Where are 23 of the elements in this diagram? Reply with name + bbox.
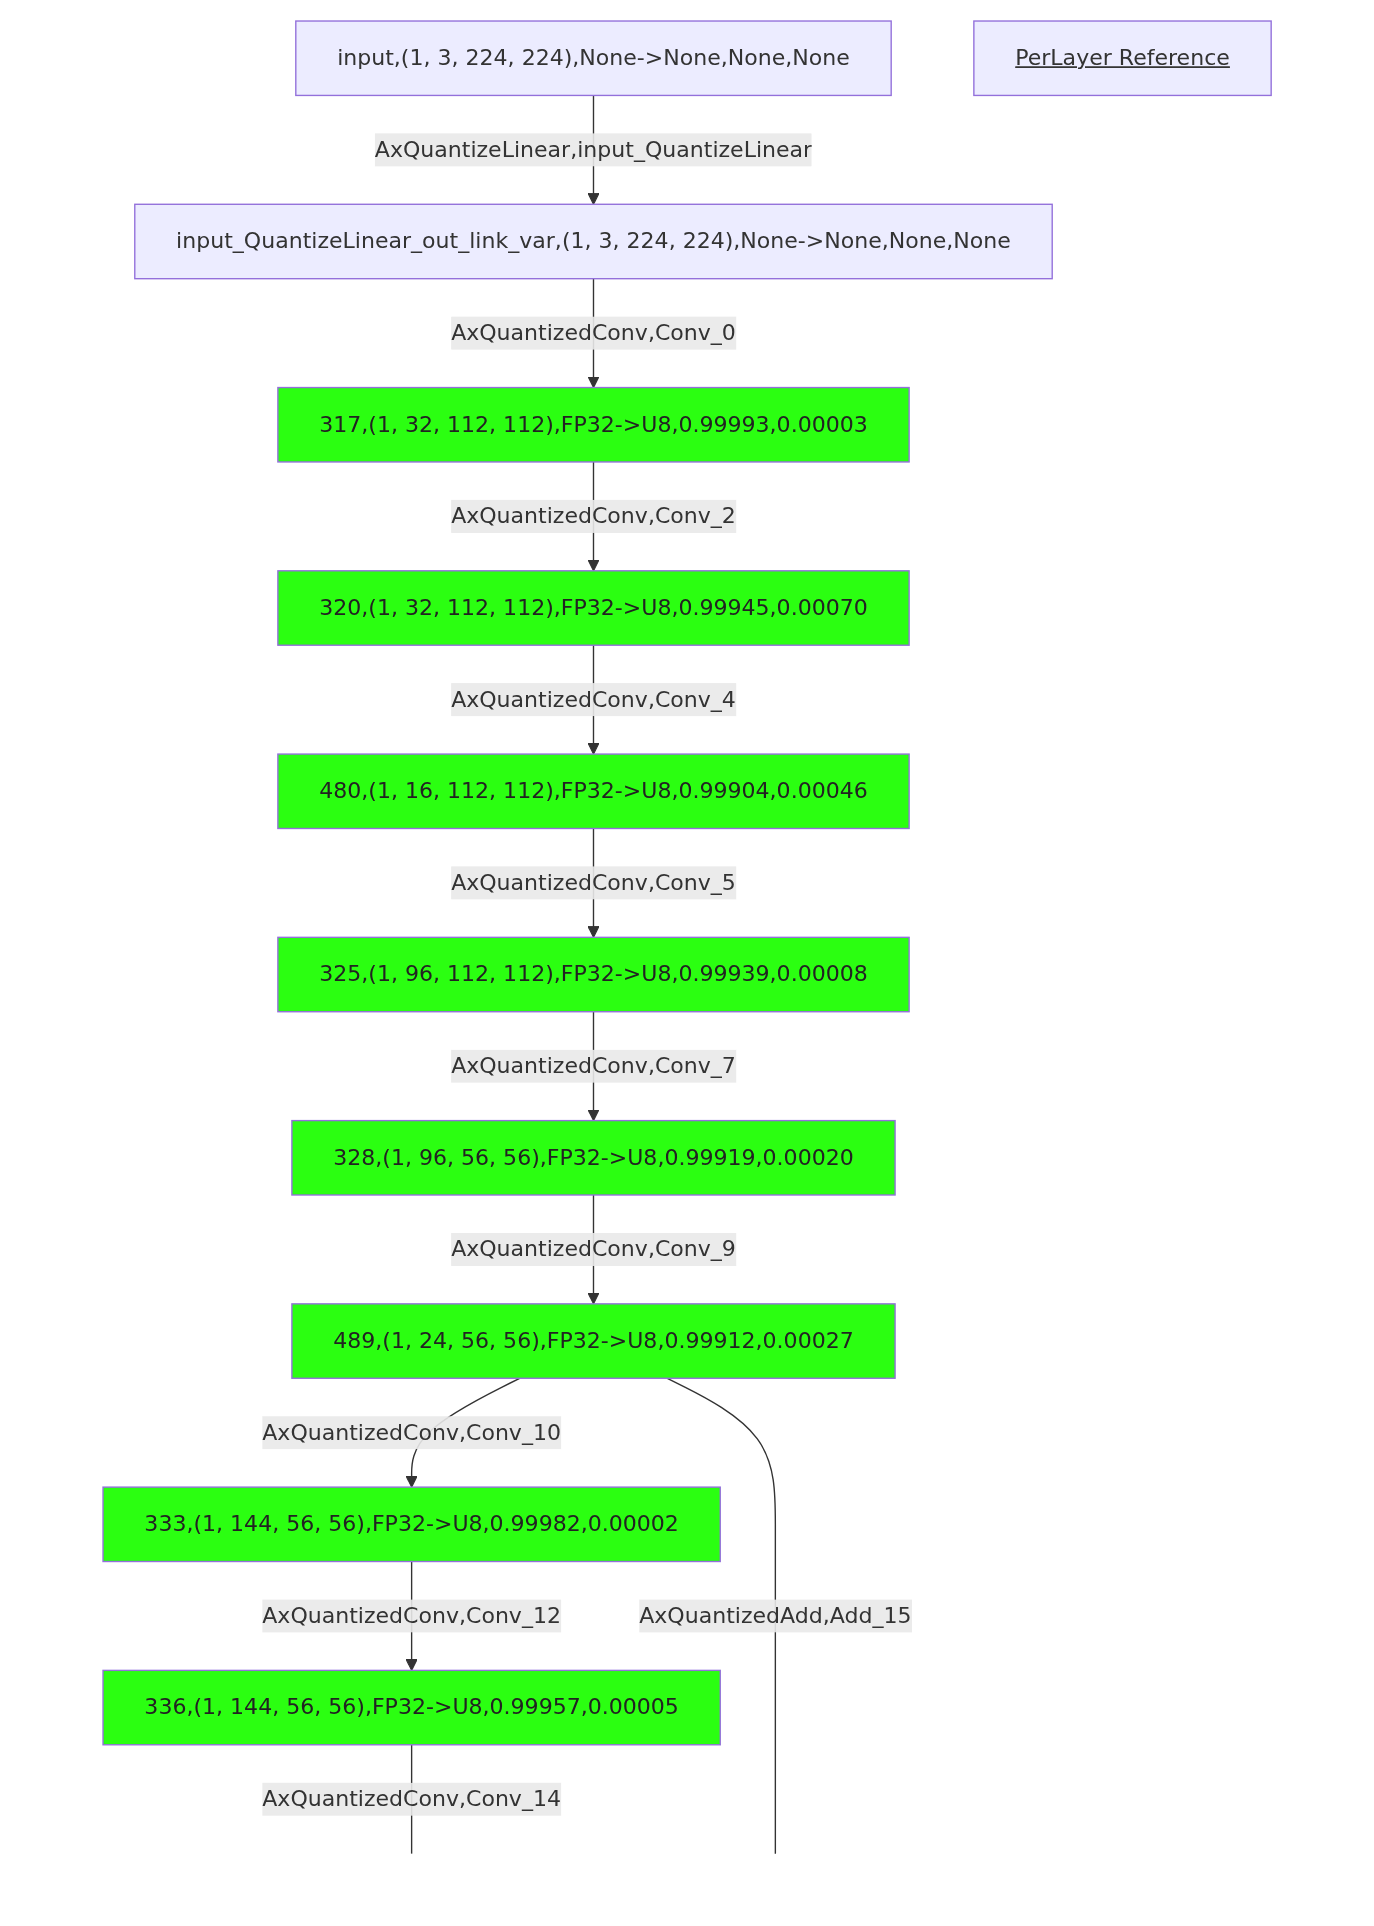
process-box: 320,(1, 32, 112, 112),FP32->U8,0.99945,0.00070 [277,570,910,646]
process-box: 489,(1, 24, 56, 56),FP32->U8,0.99912,0.00027 [291,1303,896,1379]
edge-label: AxQuantizedConv,Conv_7 [451,1049,736,1083]
process-box: input_QuantizeLinear_out_link_var,(1, 3, 224, 224),None->None,None,None [134,203,1053,280]
edge-label: AxQuantizedConv,Conv_9 [451,1232,736,1266]
process-box: 480,(1, 16, 112, 112),FP32->U8,0.99904,0.00046 [277,753,910,830]
edge-label: AxQuantizedConv,Conv_12 [262,1599,561,1633]
edge-label: AxQuantizedConv,Conv_4 [451,683,736,717]
connector-line [666,1377,776,1855]
edge-label: AxQuantizedConv,Conv_0 [451,316,736,350]
process-box: 328,(1, 96, 56, 56),FP32->U8,0.99919,0.00020 [291,1119,896,1196]
edge-label: AxQuantizedConv,Conv_5 [451,866,736,900]
process-box: input,(1, 3, 224, 224),None->None,None,None [295,20,892,97]
process-box: 325,(1, 96, 112, 112),FP32->U8,0.99939,0.00008 [277,936,910,1013]
process-box: 336,(1, 144, 56, 56),FP32->U8,0.99957,0.00005 [102,1669,721,1746]
edge-label: AxQuantizedAdd,Add_15 [639,1599,912,1633]
edge-label: AxQuantizeLinear,input_QuantizeLinear [374,133,813,167]
link-box: PerLayer Reference [973,20,1272,97]
edge-label: AxQuantizedConv,Conv_2 [451,499,736,533]
edge-label: AxQuantizedConv,Conv_10 [262,1416,561,1450]
process-box: 317,(1, 32, 112, 112),FP32->U8,0.99993,0.00003 [277,386,910,463]
edge-label: AxQuantizedConv,Conv_14 [262,1782,561,1816]
process-box: 333,(1, 144, 56, 56),FP32->U8,0.99982,0.00002 [102,1486,721,1563]
